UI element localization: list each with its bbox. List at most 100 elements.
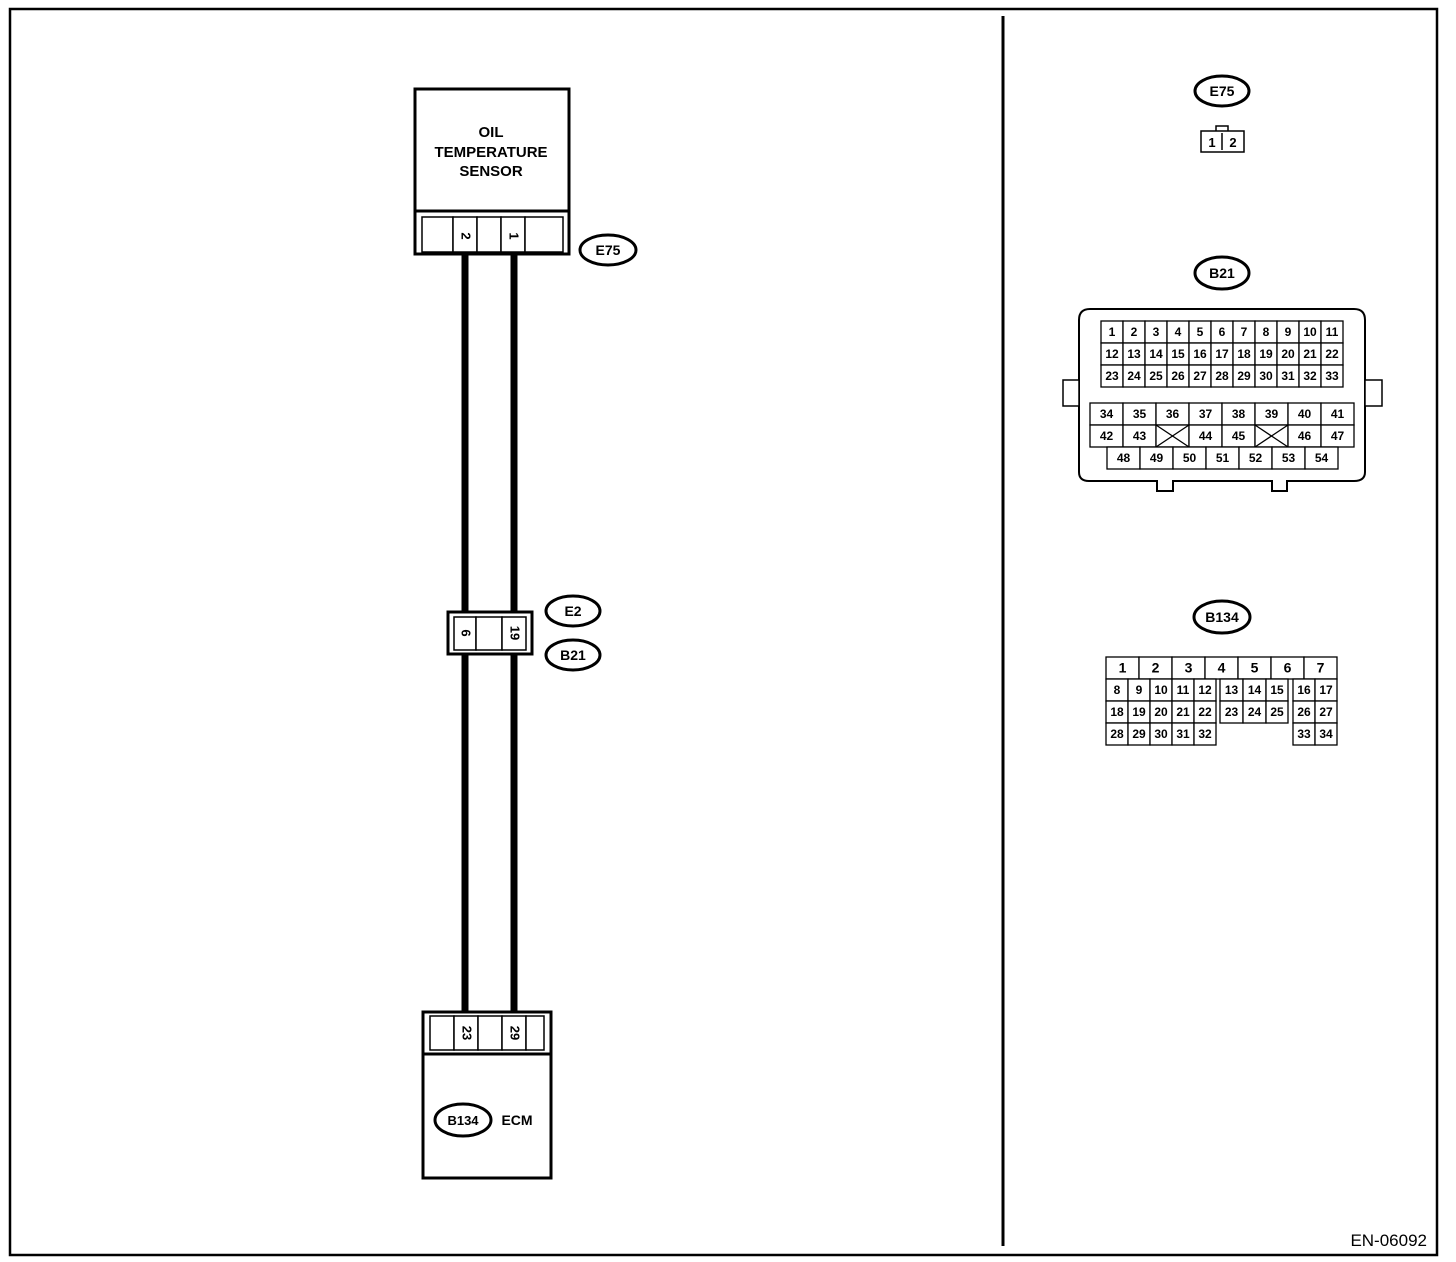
b21-pin-31: 31 (1281, 369, 1295, 383)
connector-tag-e2: E2 (544, 594, 602, 628)
ecm-connector-label: B134 (447, 1113, 479, 1128)
b134-pin-15: 15 (1270, 683, 1284, 697)
b134-pin-20: 20 (1154, 705, 1168, 719)
b21-pin-48: 48 (1117, 451, 1131, 465)
b134-pin-33: 33 (1297, 727, 1311, 741)
b21-pin-11: 11 (1326, 325, 1339, 339)
b21-pin-16: 16 (1193, 347, 1207, 361)
b21-pin-41: 41 (1331, 407, 1345, 421)
b134-view-label: B134 (1205, 609, 1239, 625)
b21-pin-8: 8 (1263, 325, 1270, 339)
b134-pin-29: 29 (1132, 727, 1146, 741)
b134-pin-22: 22 (1198, 705, 1212, 719)
e75-connector-view: E75 1 2 (1193, 74, 1251, 153)
b134-pin-5: 5 (1251, 660, 1259, 676)
b21-pin-5: 5 (1197, 325, 1204, 339)
junction-connector: 6 19 (446, 610, 534, 656)
b134-pin-21: 21 (1176, 705, 1190, 719)
b21-pin-22: 22 (1325, 347, 1339, 361)
b134-pin-17: 17 (1319, 683, 1333, 697)
b21-pin-54: 54 (1315, 451, 1329, 465)
oil-temperature-sensor: OIL TEMPERATURE SENSOR 2 1 (413, 87, 571, 256)
connector-tag-e75: E75 (578, 233, 638, 267)
sensor-title-line-2: TEMPERATURE (434, 144, 547, 161)
e75-view-label: E75 (1210, 83, 1235, 99)
diagram-frame (8, 7, 1439, 1257)
b21-pin-33: 33 (1325, 369, 1339, 383)
junction-pin-6: 6 (459, 629, 474, 636)
b21-pin-28: 28 (1215, 369, 1229, 383)
b134-pin-16: 16 (1297, 683, 1311, 697)
b21-pin-34: 34 (1100, 407, 1114, 421)
svg-text:1: 1 (1208, 135, 1215, 150)
junction-pin-19: 19 (508, 626, 523, 640)
b21-pin-12: 12 (1105, 347, 1119, 361)
b134-pin-34: 34 (1319, 727, 1333, 741)
b21-pin-26: 26 (1171, 369, 1185, 383)
sensor-pin-2: 2 (459, 232, 474, 239)
b21-pin-15: 15 (1171, 347, 1185, 361)
b21-pin-30: 30 (1259, 369, 1273, 383)
b21-pin-20: 20 (1281, 347, 1295, 361)
b134-pin-25: 25 (1270, 705, 1284, 719)
b134-pin-23: 23 (1225, 705, 1239, 719)
b21-pin-38: 38 (1232, 407, 1246, 421)
b21-pin-32: 32 (1303, 369, 1317, 383)
b21-pin-44: 44 (1199, 429, 1213, 443)
b21-pin-3: 3 (1153, 325, 1160, 339)
b21-pin-18: 18 (1237, 347, 1251, 361)
b21-pin-35: 35 (1133, 407, 1147, 421)
b21-pin-46: 46 (1298, 429, 1312, 443)
ecm-module: 23 29 B134 ECM (421, 1010, 553, 1180)
b134-pin-30: 30 (1154, 727, 1168, 741)
b21-pin-37: 37 (1199, 407, 1213, 421)
b21-pin-19: 19 (1259, 347, 1273, 361)
svg-text:2: 2 (1229, 135, 1236, 150)
b134-pin-27: 27 (1319, 705, 1333, 719)
b134-pin-6: 6 (1284, 660, 1292, 676)
b21-pin-50: 50 (1183, 451, 1197, 465)
b134-pin-12: 12 (1198, 683, 1212, 697)
b21-pin-14: 14 (1149, 347, 1163, 361)
harness-wires (461, 254, 518, 1016)
b21-pin-7: 7 (1241, 325, 1248, 339)
b21-pin-39: 39 (1265, 407, 1279, 421)
b134-pin-1: 1 (1119, 660, 1127, 676)
b21-pin-43: 43 (1133, 429, 1147, 443)
sensor-title-line-3: SENSOR (459, 163, 523, 180)
b134-pin-19: 19 (1132, 705, 1146, 719)
b134-pin-11: 11 (1177, 683, 1190, 697)
b21-pin-24: 24 (1127, 369, 1141, 383)
ecm-pin-29: 29 (508, 1026, 523, 1040)
b21-pin-1: 1 (1109, 325, 1116, 339)
b21-pin-40: 40 (1298, 407, 1312, 421)
b21-pin-27: 27 (1193, 369, 1207, 383)
svg-text:E2: E2 (564, 603, 581, 619)
figure-id: EN-06092 (1350, 1231, 1427, 1250)
connector-tag-b134 (433, 1102, 493, 1138)
b21-pin-13: 13 (1127, 347, 1141, 361)
b134-pin-18: 18 (1110, 705, 1124, 719)
b134-pin-24: 24 (1248, 705, 1262, 719)
b21-pin-21: 21 (1303, 347, 1317, 361)
b21-pin-51: 51 (1216, 451, 1230, 465)
b21-pin-25: 25 (1149, 369, 1163, 383)
b21-pin-52: 52 (1249, 451, 1263, 465)
b134-pin-3: 3 (1185, 660, 1193, 676)
b134-pin-7: 7 (1317, 660, 1325, 676)
b21-pin-45: 45 (1232, 429, 1246, 443)
b21-pin-29: 29 (1237, 369, 1251, 383)
b134-pin-32: 32 (1198, 727, 1212, 741)
b134-pin-13: 13 (1225, 683, 1239, 697)
b21-pin-4: 4 (1175, 325, 1182, 339)
b134-pin-10: 10 (1154, 683, 1168, 697)
b21-pin-53: 53 (1282, 451, 1296, 465)
b134-pin-26: 26 (1297, 705, 1311, 719)
ecm-pin-23: 23 (460, 1026, 475, 1040)
connector-tag-b21: B21 (544, 638, 602, 672)
b134-pin-8: 8 (1114, 683, 1121, 697)
b21-pin-17: 17 (1215, 347, 1229, 361)
b134-pin-9: 9 (1136, 683, 1143, 697)
